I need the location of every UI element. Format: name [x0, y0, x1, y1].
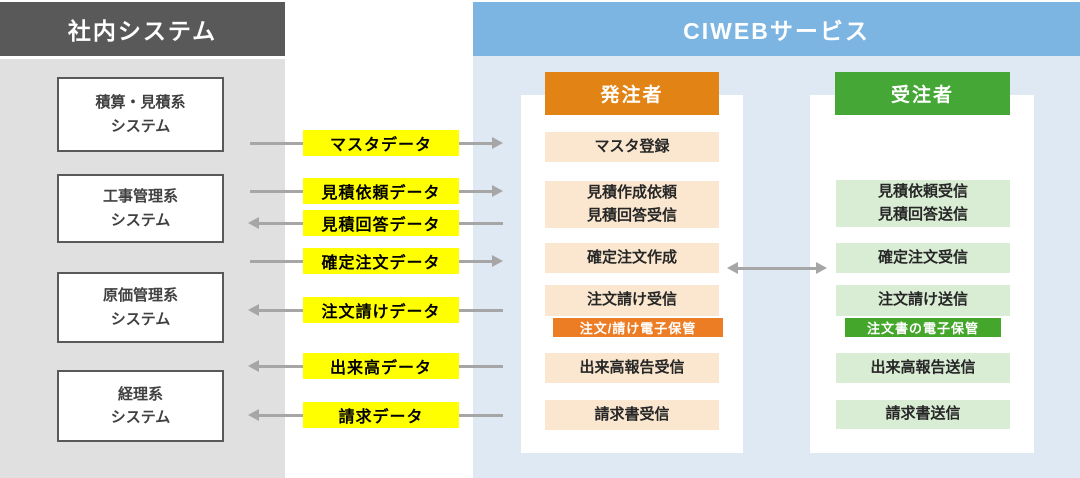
orderer-item-progress-receive: 出来高報告受信 — [545, 353, 719, 383]
orderer-item-quote: 見積作成依頼 見積回答受信 — [545, 181, 719, 228]
system-box-construction-management: 工事管理系 システム — [57, 174, 224, 243]
orderer-item-electronic-storage: 注文/請け電子保管 — [553, 318, 723, 337]
orderer-item-master-registration: マスタ登録 — [545, 132, 719, 162]
arrow-line — [250, 260, 303, 263]
system-box-accounting: 経理系 システム — [57, 370, 224, 442]
arrow-right-icon — [816, 262, 827, 274]
arrow-left-icon — [248, 409, 259, 421]
contractor-item-electronic-storage: 注文書の電子保管 — [845, 318, 1001, 337]
arrow-left-icon — [727, 262, 738, 274]
arrow-line — [459, 142, 493, 145]
contractor-item-order-accept-send: 注文請け送信 — [836, 285, 1010, 316]
contractor-column — [810, 95, 1034, 453]
contractor-header: 受注者 — [835, 72, 1010, 115]
arrow-line — [459, 414, 503, 417]
arrow-line — [459, 365, 503, 368]
arrow-line — [257, 222, 303, 225]
orderer-item-invoice-receive: 請求書受信 — [545, 400, 719, 430]
flow-label-quote-reply-data: 見積回答データ — [303, 210, 459, 236]
contractor-item-invoice-send: 請求書送信 — [836, 400, 1010, 429]
contractor-item-quote: 見積依頼受信 見積回答送信 — [836, 180, 1010, 227]
arrow-line — [250, 190, 303, 193]
arrow-line — [459, 222, 503, 225]
arrow-line — [250, 142, 303, 145]
flow-label-confirmed-order-data: 確定注文データ — [303, 248, 459, 274]
orderer-item-order-create: 確定注文作成 — [545, 243, 719, 273]
flow-label-order-acceptance-data: 注文請けデータ — [303, 297, 459, 323]
flow-label-quote-request-data: 見積依頼データ — [303, 178, 459, 204]
contractor-item-order-receive: 確定注文受信 — [836, 243, 1010, 273]
arrow-left-icon — [248, 360, 259, 372]
arrow-left-icon — [248, 217, 259, 229]
ciweb-service-header: CIWEBサービス — [473, 2, 1080, 56]
internal-systems-header: 社内システム — [0, 2, 285, 56]
system-box-estimation: 積算・見積系 システム — [57, 77, 224, 152]
arrow-line — [257, 365, 303, 368]
orderer-item-order-accept-receive: 注文請け受信 — [545, 285, 719, 316]
flow-label-progress-data: 出来高データ — [303, 353, 459, 379]
arrow-left-icon — [248, 304, 259, 316]
arrow-line — [736, 267, 818, 270]
system-box-cost-management: 原価管理系 システム — [57, 272, 224, 343]
arrow-right-icon — [492, 255, 503, 267]
contractor-item-progress-send: 出来高報告送信 — [836, 353, 1010, 383]
arrow-line — [257, 309, 303, 312]
orderer-header: 発注者 — [545, 72, 719, 115]
flow-label-master-data: マスタデータ — [303, 130, 459, 156]
flow-label-invoice-data: 請求データ — [303, 402, 459, 428]
arrow-line — [459, 309, 503, 312]
arrow-right-icon — [492, 185, 503, 197]
arrow-line — [459, 190, 493, 193]
arrow-line — [459, 260, 493, 263]
arrow-right-icon — [492, 137, 503, 149]
arrow-line — [257, 414, 303, 417]
